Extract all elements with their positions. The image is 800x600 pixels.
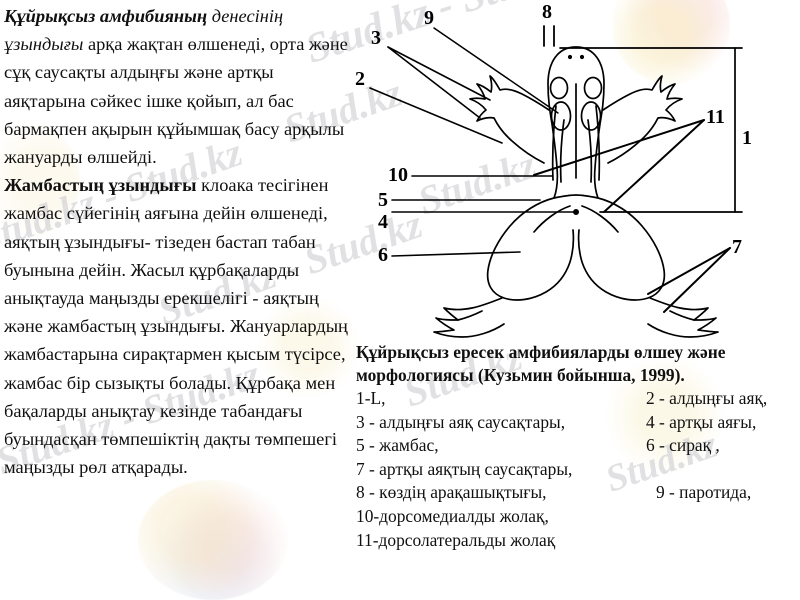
dorsolateral-stripe-right [595, 105, 601, 181]
paragraph-3: аяқтың ұзындығы- тізеден бастап табан бу… [4, 228, 348, 482]
legend-item-4: 4 - артқы аяғы, [646, 411, 757, 432]
leader-line-11b [603, 119, 705, 213]
dorsolateral-stripe-left-inner [559, 119, 565, 183]
legend-item-11: 11-дорсолатеральды жолақ [356, 529, 556, 550]
paragraph-1-run-1: Құйрықсыз амфибияның [4, 6, 212, 26]
leader-line-3a [387, 46, 491, 101]
legend-item-6: 6 - сирақ , [646, 435, 720, 456]
callout-1: 1 [742, 127, 752, 149]
leader-line-2 [369, 87, 503, 144]
logo-watermark [138, 480, 288, 600]
callout-10: 10 [388, 164, 408, 186]
nostril-right [579, 54, 585, 60]
legend-item-3: 3 - алдыңғы аяқ саусақтары, [356, 411, 566, 432]
leader-bracket-1 [559, 47, 743, 213]
legend-row: 3 - алдыңғы аяқ саусақтары, 4 - артқы ая… [356, 411, 800, 435]
paragraph-2: Жамбастың ұзындығы клоака тесігінен жамб… [4, 171, 348, 227]
callout-5: 5 [378, 189, 388, 211]
dorsolateral-stripe-left [551, 105, 557, 181]
hind-limb-left [486, 197, 575, 301]
parotid-gland-right [580, 101, 602, 131]
legend-item-7: 7 - артқы аяқтың саусақтары, [356, 458, 573, 479]
legend-item-8: 8 - көздің арақашықтығы, [356, 482, 547, 503]
legend-row: 5 - жамбас, 6 - сирақ , [356, 434, 800, 458]
callout-9: 9 [424, 7, 434, 29]
legend-row: 10-дорсомедиалды жолақ, [356, 505, 800, 529]
frog-diagram: 9 3 2 8 11 1 10 5 4 6 7 [352, 0, 800, 338]
leader-line-11a [533, 119, 705, 176]
paragraph-1: Құйрықсыз амфибияның денесінің ұзындығы … [4, 2, 348, 171]
legend-item-5: 5 - жамбас, [356, 435, 439, 456]
figure-caption-block: Құйрықсыз ересек амфибияларды өлшеу және… [356, 341, 800, 552]
callout-4: 4 [378, 211, 388, 233]
callout-8: 8 [542, 1, 552, 23]
dorsolateral-stripe-right-inner [587, 119, 593, 183]
figure-caption-title: Құйрықсыз ересек амфибияларды өлшеу және… [356, 341, 800, 386]
paragraph-2-run-1: Жамбастың ұзындығы [4, 175, 197, 196]
frog-line-art [369, 25, 743, 338]
callout-6: 6 [378, 244, 388, 266]
parotid-gland-left [550, 101, 572, 131]
legend-item-1: 1-L, [356, 388, 386, 408]
paragraph-1-run-2: денесінің ұзындығы [4, 6, 284, 55]
legend-item-9: 9 - паротида, [656, 482, 752, 503]
hind-foot-left [433, 297, 505, 338]
hind-limb-right-inner-fold [581, 205, 619, 233]
nostril-left [567, 54, 573, 60]
legend-row: 1-L, 2 - алдыңғы аяқ, [356, 387, 800, 411]
caption-title-line-2: морфологиясы (Кузьмин бойынша, 1999). [356, 364, 685, 385]
leader-line-8 [543, 25, 555, 47]
front-limb-left [469, 75, 550, 164]
callout-7: 7 [732, 236, 742, 258]
caption-title-line-1: Құйрықсыз ересек амфибияларды өлшеу және [356, 342, 726, 362]
legend-row: 11-дорсолатеральды жолақ [356, 529, 800, 553]
eye-right [583, 76, 603, 100]
paragraph-1-run-3: арқа жақтан өлшенеді, орта және сұқ саус… [4, 34, 348, 168]
callout-2: 2 [355, 68, 365, 90]
leader-line-6 [391, 251, 521, 257]
leader-line-3b [387, 46, 481, 119]
leader-line-7b [663, 247, 731, 313]
hind-limb-right [577, 197, 666, 301]
article-text-column: Құйрықсыз амфибияның денесінің ұзындығы … [4, 2, 348, 481]
legend-row: 8 - көздің арақашықтығы, 9 - паротида, [356, 481, 800, 505]
eye-left [549, 76, 569, 100]
hind-foot-right [647, 297, 719, 338]
legend-row: 7 - артқы аяқтың саусақтары, [356, 458, 800, 482]
front-limb-right [602, 75, 683, 164]
hind-limb-left-inner-fold [533, 205, 571, 233]
callout-3: 3 [371, 27, 381, 49]
leader-line-9 [433, 27, 559, 114]
paragraph-2-run-2: клоака тесігінен жамбас сүйегінің аяғына… [4, 175, 329, 224]
paragraph-3-run-1: аяқтың ұзындығы- тізеден бастап табан бу… [4, 231, 348, 478]
leader-line-7a [647, 247, 731, 295]
legend-item-2: 2 - алдыңғы аяқ, [646, 388, 768, 408]
hind-foot-left-toe-detail [457, 310, 483, 321]
hind-foot-right-toe-detail [669, 310, 695, 321]
callout-11: 11 [706, 106, 725, 128]
legend-item-10: 10-дорсомедиалды жолақ, [356, 505, 549, 526]
